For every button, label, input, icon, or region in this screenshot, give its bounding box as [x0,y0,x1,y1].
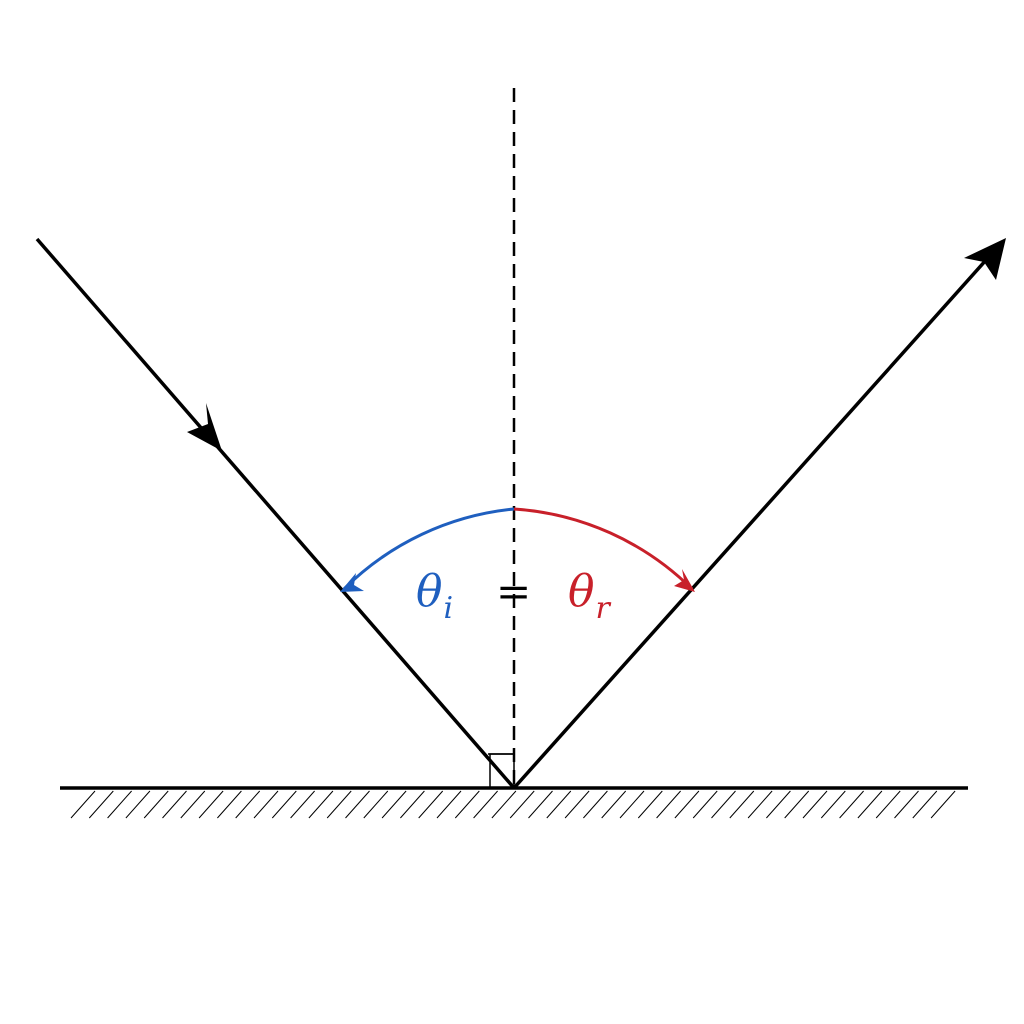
hatch-stroke [253,790,279,819]
incident-angle-arrowhead [340,573,364,592]
hatch-stroke [802,790,828,819]
hatch-stroke [454,790,480,819]
incident-angle-arc [342,507,515,591]
hatch-stroke [491,790,517,819]
hatch-stroke [875,790,901,819]
surface-hatching [70,790,956,819]
hatch-stroke [784,790,810,819]
hatch-stroke [400,790,425,819]
hatch-stroke [290,790,315,819]
hatch-stroke [271,790,297,819]
hatch-stroke [198,790,224,819]
hatch-stroke [692,790,718,819]
hatch-stroke [363,790,389,819]
reflected-angle-arrowhead [674,569,695,592]
reflected-angle-arc [513,507,694,591]
hatch-stroke [619,790,645,819]
incident-angle-label: θi [416,566,453,626]
hatch-stroke [857,790,883,819]
hatch-stroke [546,790,572,819]
hatch-stroke [381,790,407,819]
reflected-angle-label: θr [568,566,612,626]
hatch-stroke [436,790,462,819]
hatch-stroke [308,790,334,819]
hatch-stroke [583,790,608,819]
hatch-stroke [820,790,846,819]
hatch-stroke [839,790,864,819]
hatch-stroke [235,790,261,819]
hatch-stroke [930,790,956,819]
hatch-stroke [912,790,938,819]
hatch-stroke [107,790,132,819]
incident-ray [35,237,516,790]
hatch-stroke [674,790,700,819]
hatch-stroke [473,790,498,819]
hatch-stroke [711,790,736,819]
hatch-stroke [125,790,151,819]
hatch-stroke [656,790,681,819]
hatch-stroke [70,790,96,819]
hatch-stroke [180,790,206,819]
hatch-stroke [637,790,663,819]
hatch-stroke [894,790,919,819]
hatch-stroke [747,790,773,819]
reflected-ray-arrowhead [964,238,1006,280]
equals-sign: = [496,567,531,616]
hatch-stroke [729,790,755,819]
hatch-stroke [143,790,169,819]
hatch-stroke [345,790,370,819]
hatch-stroke [326,790,352,819]
reflected-ray [512,248,997,790]
hatch-stroke [88,790,114,819]
hatch-stroke [564,790,590,819]
incident-ray-arrowhead [187,403,222,451]
hatch-stroke [162,790,187,819]
hatch-stroke [601,790,627,819]
hatch-stroke [766,790,791,819]
hatch-stroke [217,790,242,819]
hatch-stroke [509,790,535,819]
hatch-stroke [528,790,553,819]
hatch-stroke [418,790,444,819]
